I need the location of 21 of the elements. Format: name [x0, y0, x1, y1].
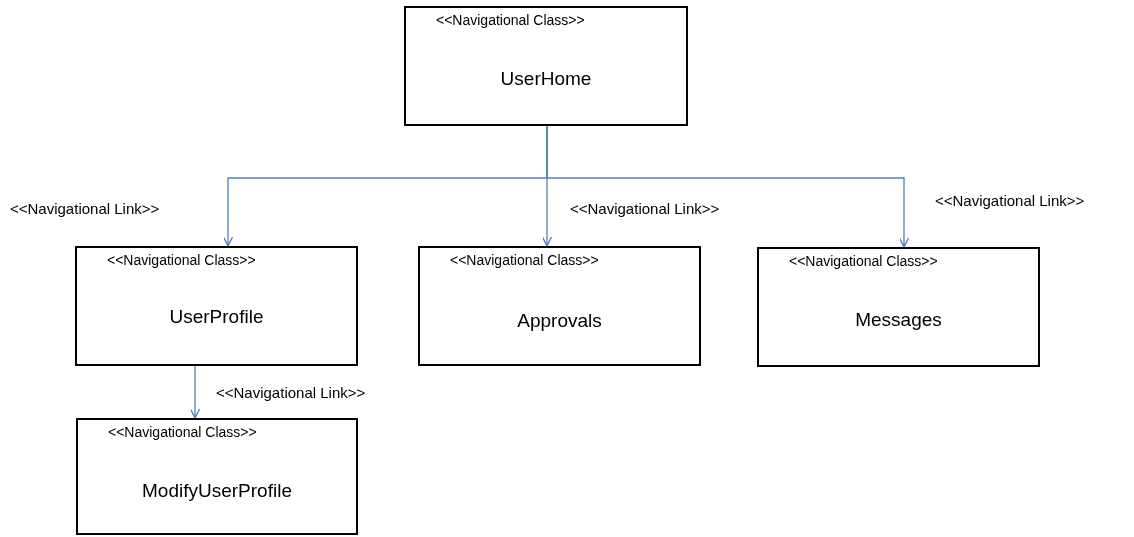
class-name: Approvals [516, 310, 603, 332]
class-box [76, 418, 358, 535]
stereotype-label: <<Navigational Class>> [450, 252, 599, 268]
stereotype-label: <<Navigational Class>> [436, 12, 585, 28]
class-name: UserProfile [168, 306, 265, 328]
edge-label: <<Navigational Link>> [933, 192, 1087, 209]
class-name: ModifyUserProfile [141, 480, 293, 502]
class-box [418, 246, 701, 366]
edge-label: <<Navigational Link>> [8, 200, 162, 217]
arrow [189, 365, 201, 419]
class-box [404, 6, 688, 126]
arrow [546, 125, 910, 248]
class-box [75, 246, 358, 366]
edge-label: <<Navigational Link>> [568, 200, 722, 217]
stereotype-label: <<Navigational Class>> [108, 424, 257, 440]
stereotype-label: <<Navigational Class>> [789, 253, 938, 269]
class-name: UserHome [499, 68, 593, 90]
class-box [757, 247, 1040, 367]
stereotype-label: <<Navigational Class>> [107, 252, 256, 268]
edge-label: <<Navigational Link>> [214, 384, 368, 401]
class-name: Messages [854, 309, 943, 331]
